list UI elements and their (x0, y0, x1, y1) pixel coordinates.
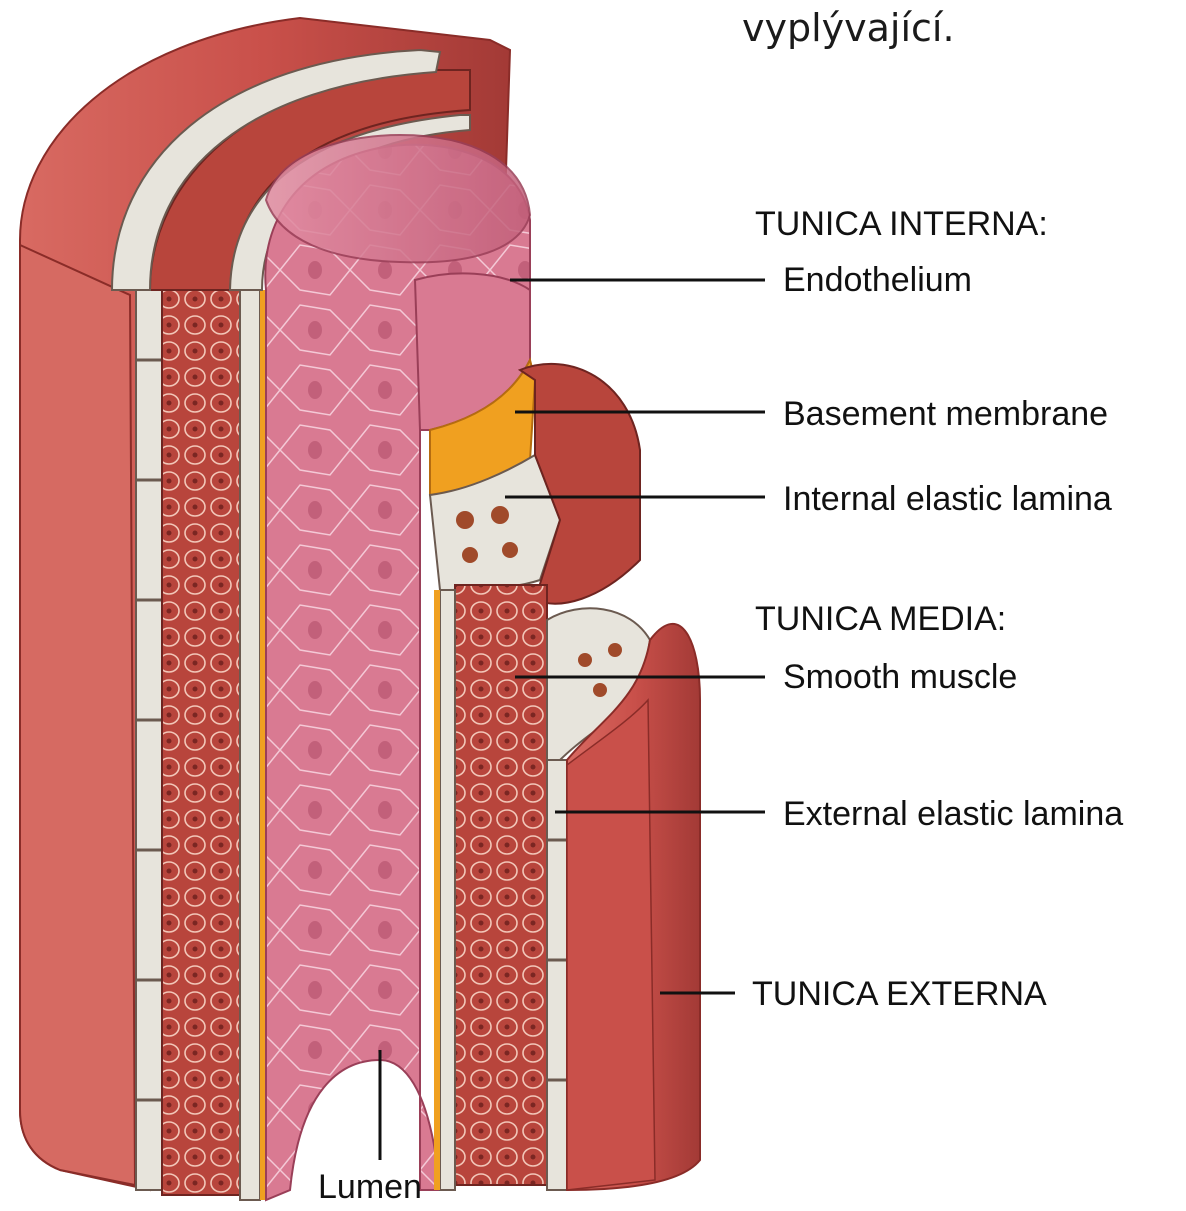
label-lumen: Lumen (318, 1170, 422, 1204)
label-internal-elastic-lamina: Internal elastic lamina (783, 482, 1112, 516)
external-elastic-strip-left (136, 290, 162, 1190)
top-caption: vyplývající. (742, 6, 955, 50)
label-tunica-interna: TUNICA INTERNA: (755, 207, 1048, 241)
internal-elastic-strip-left (240, 290, 260, 1200)
label-smooth-muscle: Smooth muscle (783, 660, 1017, 694)
externa-left-face (20, 245, 135, 1185)
label-tunica-externa: TUNICA EXTERNA (752, 977, 1047, 1011)
label-basement-membrane: Basement membrane (783, 397, 1108, 431)
label-endothelium: Endothelium (783, 263, 972, 297)
smooth-muscle-right (455, 585, 547, 1185)
smooth-muscle-left (162, 290, 240, 1195)
label-external-elastic-lamina: External elastic lamina (783, 797, 1123, 831)
label-tunica-media: TUNICA MEDIA: (755, 602, 1006, 636)
